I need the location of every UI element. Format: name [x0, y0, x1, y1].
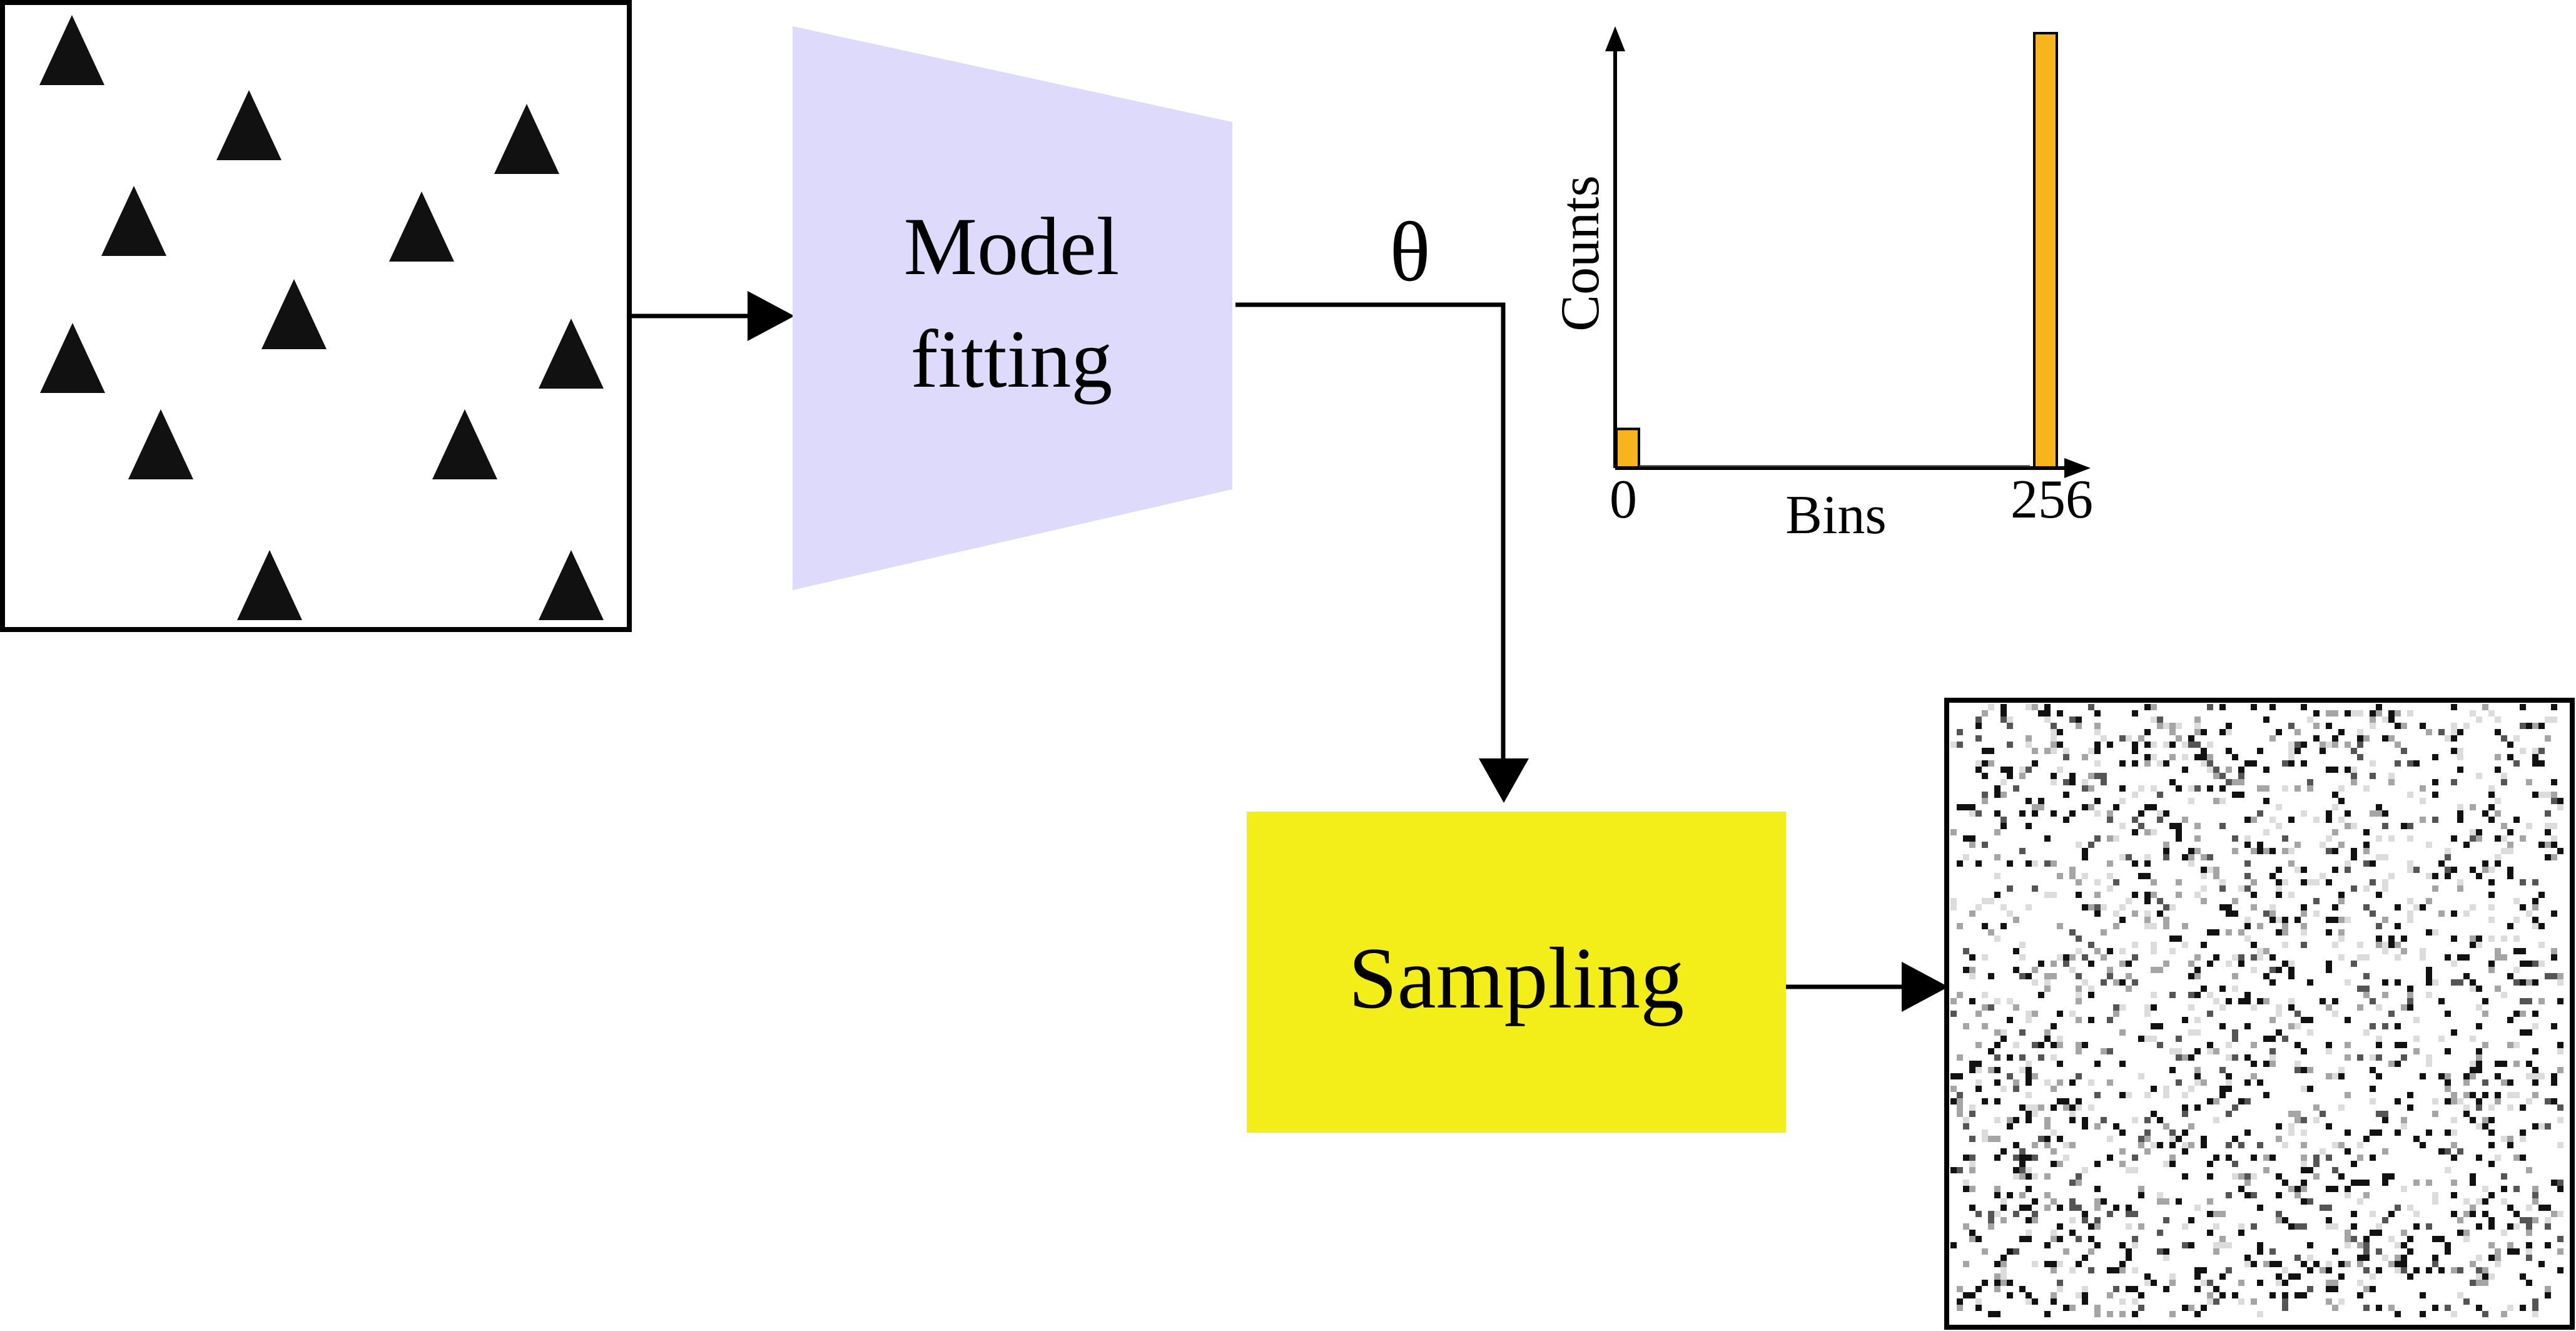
triangle-icon — [40, 323, 105, 393]
output-image — [1944, 698, 2575, 1330]
arrow-sampling-to-output — [1786, 962, 1949, 1012]
noise-pixels — [1950, 704, 2563, 1317]
triangle-icon — [432, 409, 497, 479]
model-fitting-shape — [793, 26, 1232, 590]
triangle-icon — [389, 191, 454, 262]
triangle-icon — [237, 550, 302, 620]
histogram-y-label: Counts — [1550, 175, 1611, 331]
triangle-icons — [39, 15, 604, 620]
arrow-head-icon — [748, 291, 794, 341]
model-fitting-block: Model fitting — [793, 26, 1232, 590]
histogram-bars — [1615, 32, 2058, 470]
output-image-background — [1947, 700, 2572, 1327]
x-axis-arrow-icon — [2064, 458, 2091, 478]
output-image-frame — [1944, 698, 2575, 1330]
triangle-icon — [261, 279, 327, 349]
parameter-label: θ — [1389, 205, 1430, 299]
sampling-block: Sampling — [1247, 812, 1786, 1133]
model-fitting-label-line2: fitting — [911, 313, 1113, 405]
histogram-tick-256: 256 — [2011, 469, 2093, 530]
arrow-head-icon — [1479, 758, 1529, 803]
histogram-tick-0: 0 — [1610, 469, 1637, 530]
arrow-head-icon — [1902, 962, 1949, 1012]
triangle-icon — [494, 104, 559, 174]
histogram: Counts Bins 0 256 — [1550, 26, 2093, 546]
histogram-bar-0 — [1615, 427, 1640, 470]
triangle-icon — [539, 550, 604, 620]
triangle-icon — [101, 186, 166, 256]
triangle-icon — [128, 409, 193, 479]
triangle-icon — [39, 15, 104, 85]
input-image — [0, 0, 632, 632]
arrow-input-to-model — [631, 291, 794, 341]
input-image-frame — [0, 0, 632, 632]
histogram-bar-256 — [2033, 32, 2058, 469]
histogram-x-label: Bins — [1785, 485, 1886, 546]
triangle-icon — [539, 319, 604, 389]
sampling-label: Sampling — [1349, 930, 1685, 1027]
model-fitting-label-line1: Model — [904, 200, 1120, 292]
sampling-box — [1247, 812, 1786, 1133]
theta-connector: θ — [1235, 205, 1529, 803]
y-axis-arrow-icon — [1605, 26, 1625, 51]
triangle-icon — [216, 90, 281, 160]
